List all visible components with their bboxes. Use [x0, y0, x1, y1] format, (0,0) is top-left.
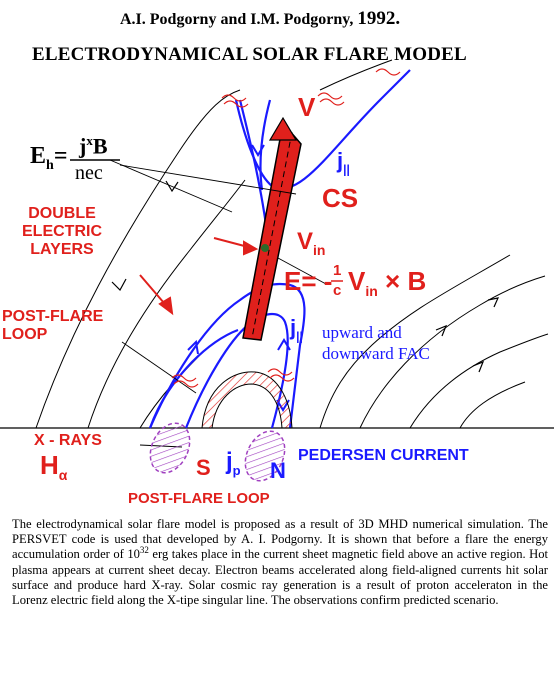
formula-e-num: 1 [333, 262, 342, 279]
label-jp: jp [226, 448, 241, 478]
label-s-footpoint: S [196, 455, 211, 480]
formula-e-den: c [333, 282, 342, 299]
magnetic-field-lines [35, 59, 549, 429]
label-v-in: Vin [297, 228, 326, 258]
label-h-alpha: Hα [40, 450, 68, 484]
formula-e-rhs: Vin × B [348, 266, 427, 300]
label-n-footpoint: N [270, 458, 286, 483]
label-j-parallel-top: j|| [337, 148, 350, 177]
footpoint-n [244, 430, 286, 482]
field-line-left-outer [35, 89, 241, 429]
blue-line-inner-top [238, 99, 270, 241]
field-line-top-right [319, 59, 393, 91]
post-flare-loop-arc [201, 371, 293, 429]
label-cs: CS [322, 183, 359, 213]
formula-eh-lhs: Eh= [30, 143, 68, 173]
authors: A.I. Podgorny and I.M. Podgorny, [120, 11, 354, 28]
red-swirls [171, 68, 401, 388]
x-point-marker [261, 244, 269, 252]
label-j-parallel-mid: j|| [290, 315, 303, 344]
formula-e-lhs: E= - [284, 266, 333, 296]
authors-line: A.I. Podgorny and I.M. Podgorny, 1992. [120, 8, 400, 30]
blue-loop-inner [184, 313, 289, 429]
field-line-left-mid [87, 179, 246, 429]
x-line-dashed [251, 131, 293, 339]
flare-diagram [0, 59, 554, 482]
field-arrowheads [111, 180, 500, 373]
label-post-flare-loop-bottom: POST-FLARE LOOP [128, 490, 270, 507]
label-upward-fac: upward and downward FAC [322, 323, 430, 363]
formula-eh-numerator: jxB [79, 133, 108, 159]
red-arrows [139, 237, 259, 316]
footpoint-s [149, 422, 191, 474]
blue-line-upper-right [234, 69, 411, 190]
formula-eh-denominator: nec [75, 162, 103, 184]
description-paragraph: The electrodynamical solar flare model i… [12, 517, 548, 608]
pointer-lines [109, 159, 327, 448]
label-v-top: V [298, 92, 316, 122]
diagram-title: ELECTRODYNAMICAL SOLAR FLARE MODEL [32, 44, 467, 65]
field-line-right-4 [459, 381, 526, 429]
blue-line-left-foot [148, 328, 239, 429]
label-pedersen-current: PEDERSEN CURRENT [298, 447, 469, 464]
field-line-right-1 [319, 254, 511, 429]
label-post-flare-loop-left: POST-FLARE LOOP [2, 308, 104, 343]
label-x-rays: X - RAYS [34, 432, 102, 449]
label-double-layers: DOUBLE ELECTRIC LAYERS [22, 205, 102, 258]
field-line-left-inner [139, 349, 206, 429]
field-line-right-3 [409, 333, 549, 429]
year: 1992. [357, 8, 401, 29]
outflow-arrow-top [268, 116, 298, 141]
current-sheet [242, 121, 302, 341]
blue-line-upper-left [259, 99, 272, 191]
field-line-right-2 [359, 275, 546, 429]
